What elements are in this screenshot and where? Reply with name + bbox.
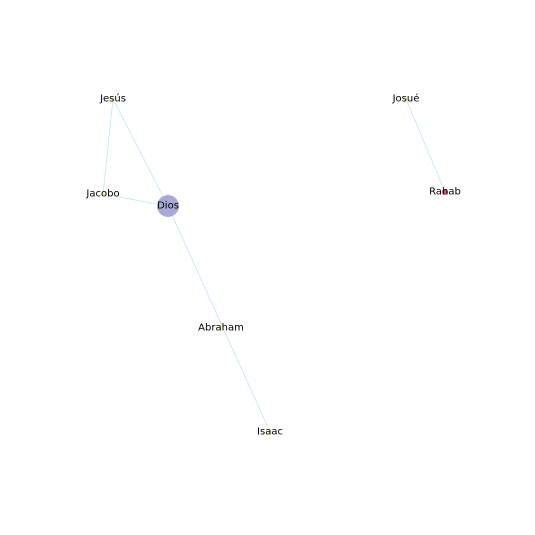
- node-label-isaac: Isaac: [257, 427, 283, 438]
- node-label-abraham: Abraham: [198, 323, 244, 334]
- node-isaac[interactable]: [267, 429, 273, 435]
- node-label-jacobo: Jacobo: [85, 189, 119, 200]
- node-abraham[interactable]: [218, 325, 224, 331]
- node-label-josue: Josué: [392, 93, 420, 105]
- edge-jesus-jacobo: [102, 98, 114, 195]
- nodes-layer: [100, 96, 448, 435]
- node-label-dios: Dios: [157, 201, 179, 212]
- edge-jacobo-dios: [102, 193, 169, 207]
- node-jesus[interactable]: [110, 96, 116, 102]
- node-josue[interactable]: [403, 96, 409, 102]
- edges-layer: [102, 98, 446, 433]
- node-label-jesus: Jesús: [99, 93, 126, 105]
- node-jacobo[interactable]: [100, 191, 106, 197]
- node-label-rahab: Rahab: [429, 187, 461, 198]
- edge-josue-rahab: [405, 98, 446, 193]
- node-rahab[interactable]: [442, 189, 448, 195]
- edge-dios-isaac: [167, 205, 271, 433]
- edge-jesus-dios: [112, 98, 169, 207]
- node-dios[interactable]: [157, 195, 179, 217]
